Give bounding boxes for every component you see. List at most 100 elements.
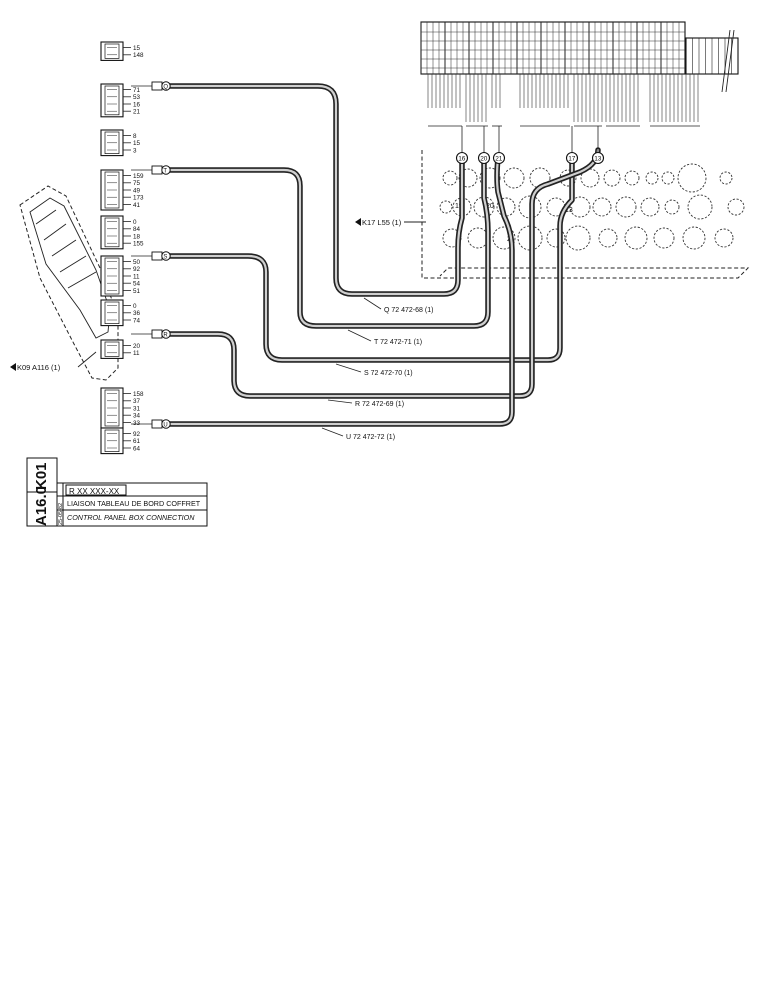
panel-hole: [439, 200, 453, 214]
panel-plug-label: 21: [495, 156, 503, 163]
harness-layer: Q 72 472-68 (1) T 72 472-71 (1) S 72 472-7…: [131, 81, 601, 441]
panel-hole: [719, 171, 733, 185]
panel-outline: [421, 150, 750, 279]
panel-plug: 16: [455, 126, 469, 165]
panel-hole: [492, 226, 516, 250]
panel-hole: [503, 167, 525, 189]
harness-label: U 72 472-72 (1): [346, 434, 395, 441]
connector-pin-label: 158: [133, 391, 144, 398]
panel-plug-label: 13: [594, 156, 602, 163]
connector-pin-label: 75: [133, 180, 141, 187]
connector-pin-label: 36: [133, 310, 141, 317]
panel-hole: [565, 225, 591, 251]
control-box-reference-label: K09 A116 (1): [17, 363, 61, 372]
panel-hole: [664, 199, 680, 215]
panel-hole: [442, 170, 458, 186]
harness-end-R: R: [131, 329, 171, 339]
panel-plug-label: 20: [480, 156, 488, 163]
connector-pin-label: 159: [133, 173, 144, 180]
panel-hole: [603, 169, 621, 187]
connector-pin-label: 11: [133, 350, 140, 357]
panel-hole: [687, 194, 713, 220]
terminal-strip-cells: [420, 22, 732, 74]
harness-end-S: S: [131, 251, 171, 261]
harness-T: T 72 472-71 (1): [165, 155, 491, 346]
harness-R: R 72 472-69 (1): [165, 147, 601, 408]
connector-pin-label: 3: [133, 147, 137, 154]
harness-label: Q 72 472-68 (1): [384, 307, 433, 314]
harness-label: T 72 472-71 (1): [374, 339, 422, 346]
connector-pin-label: 21: [133, 109, 141, 116]
panel-reference-label: K17 L55 (1): [362, 218, 402, 227]
title-french: LIAISON TABLEAU DE BORD COFFRET: [67, 499, 201, 508]
connector-pin-label: 64: [133, 445, 141, 452]
panel-plug: 13: [591, 126, 605, 165]
panel-hole-label: 13: [565, 207, 573, 214]
panel-hole: [458, 168, 478, 188]
group-code: K01: [33, 462, 50, 490]
panel-reference: K17 L55 (1): [355, 218, 426, 227]
part-number: R XX XXX-XX: [69, 487, 120, 496]
connector-pin-label: 71: [133, 87, 141, 94]
panel-plug-label: 17: [568, 156, 576, 163]
panel-hole: [592, 197, 612, 217]
control-box-reference: K09 A116 (1): [10, 351, 97, 372]
connector-pin-label: 84: [133, 226, 141, 233]
harness-end-label: Q: [163, 84, 168, 90]
connector-pin-label: 50: [133, 259, 141, 266]
connector-pin-label: 54: [133, 281, 141, 288]
panel-hole: [677, 163, 707, 193]
panel-hole: [546, 228, 566, 248]
connector-pin-label: 37: [133, 398, 141, 405]
panel-hole: [645, 171, 659, 185]
panel-plug: 20: [477, 126, 491, 165]
connector-pin-label: 148: [133, 52, 144, 59]
panel-hole: [624, 226, 648, 250]
panel-hole: [496, 197, 516, 217]
panel-hole-label: 19: [455, 203, 463, 210]
panel-hole: [714, 228, 734, 248]
title-english: CONTROL PANEL BOX CONNECTION: [67, 513, 195, 522]
panel-hole: [653, 227, 675, 249]
connector-pin-label: 92: [133, 431, 141, 438]
connector-pin-label: 53: [133, 94, 141, 101]
harness-S: S 72 472-70 (1): [165, 155, 575, 377]
terminal-strip: [420, 21, 739, 127]
panel-hole: [661, 171, 675, 185]
connector-pin-label: 51: [133, 288, 141, 295]
connector-pin-label: 49: [133, 187, 141, 194]
connector-pin-label: 0: [133, 219, 137, 226]
panel-hole: [479, 167, 501, 189]
connector-pin-label: 18: [133, 233, 141, 240]
connector-pin-label: 61: [133, 438, 141, 445]
panel-hole: [640, 197, 660, 217]
panel-hole: [615, 196, 637, 218]
connector-pin-label: 11: [133, 273, 140, 280]
panel-plug-label: 16: [458, 156, 466, 163]
panel-hole: [682, 226, 706, 250]
connector-pin-label: 8: [133, 133, 137, 140]
harness-end-label: R: [163, 332, 168, 338]
connector-pin-label: 74: [133, 317, 141, 324]
date: 25-05-82: [58, 503, 64, 525]
panel-hole: [727, 198, 745, 216]
connector-pin-label: 41: [133, 202, 141, 209]
harness-label: R 72 472-69 (1): [355, 401, 404, 408]
connector-pin-label: 16: [133, 101, 141, 108]
connector-pin-label: 15: [133, 45, 141, 52]
panel-hole: [598, 228, 618, 248]
connector-pin-label: 155: [133, 241, 144, 248]
connector-pin-label: 20: [133, 343, 141, 350]
connector-pin-label: 34: [133, 413, 141, 420]
connector-pin-label: 173: [133, 195, 144, 202]
panel-hole: [569, 196, 591, 218]
terminal-strip-wires: [427, 74, 700, 127]
harness-label: S 72 472-70 (1): [364, 370, 413, 377]
